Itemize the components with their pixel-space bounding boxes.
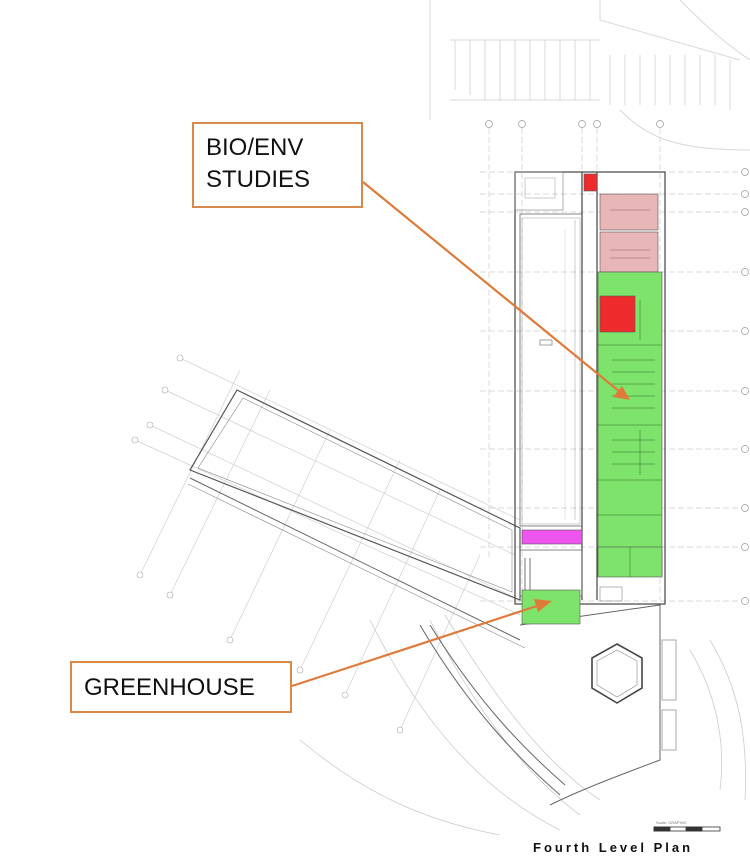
curved-site-arcs (299, 614, 746, 836)
callout-bio-env-line2: STUDIES (206, 166, 311, 193)
zone-red-mid (599, 295, 636, 333)
zone-pink-lower (599, 231, 659, 273)
arrow-greenhouse-head (534, 599, 552, 612)
entry-wedge (419, 604, 677, 806)
arrow-bio-env-head (613, 386, 630, 400)
zone-magenta (521, 529, 583, 545)
angled-wing-bubbles (131, 354, 404, 734)
callout-bio-env-studies: BIO/ENV STUDIES (192, 122, 363, 208)
scale-label: Scale: GRAPHIC (656, 820, 687, 825)
callout-bio-env-line1: BIO/ENV (206, 134, 304, 161)
zone-greenhouse (521, 589, 581, 625)
arrow-greenhouse (291, 603, 541, 688)
angled-wing-outline (187, 389, 526, 649)
site-parking-linework (429, 0, 750, 151)
callout-greenhouse-label: GREENHOUSE (84, 674, 255, 701)
callout-greenhouse: GREENHOUSE (70, 661, 292, 713)
structural-grid-horizontal (480, 171, 745, 602)
grid-bubbles-right (741, 168, 749, 605)
scale-bar (653, 826, 721, 832)
zone-red-top (583, 173, 598, 192)
callout-arrows (291, 181, 630, 688)
arrow-bio-env (362, 181, 621, 393)
main-building-outline (514, 171, 666, 605)
lab-zones (521, 173, 663, 625)
zone-pink-upper (599, 193, 659, 231)
grid-bubbles-top (485, 120, 664, 128)
plan-title: Fourth Level Plan (533, 840, 694, 855)
pink-zone-lines (610, 209, 650, 259)
